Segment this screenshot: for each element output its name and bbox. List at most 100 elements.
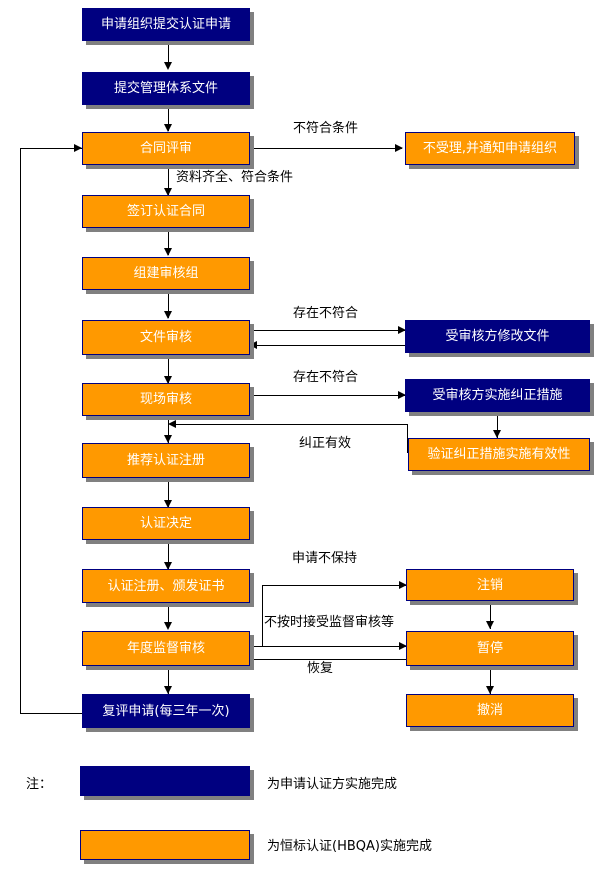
node-form-audit-team[interactable]: 组建审核组 xyxy=(82,257,250,290)
node-document-review[interactable]: 文件审核 xyxy=(82,320,250,355)
node-label: 组建审核组 xyxy=(133,266,199,281)
connector-docs-to-contract xyxy=(168,105,169,131)
connector-correction-effective xyxy=(170,424,408,425)
connector-docreview-to-revise xyxy=(250,330,405,331)
node-reject-and-notify[interactable]: 不受理,并通知申请组织 xyxy=(405,132,575,165)
arrowhead-down-recommend xyxy=(164,435,172,443)
node-label: 年度监督审核 xyxy=(126,641,205,656)
node-label: 不受理,并通知申请组织 xyxy=(422,141,558,156)
edge-label-not-maintain: 申请不保持 xyxy=(292,551,358,566)
arrowhead-down-decision xyxy=(164,500,172,508)
edge-label-not-meet-conditions: 不符合条件 xyxy=(293,121,359,136)
connector-refuse-surveillance xyxy=(250,646,406,647)
node-verify-corrective[interactable]: 验证纠正措施实施有效性 xyxy=(408,438,590,471)
connector-site-to-corrective xyxy=(250,395,405,396)
arrowhead-down-surveillance xyxy=(164,622,172,630)
arrowhead-down-contract xyxy=(164,124,172,132)
connector-recommend-to-decision xyxy=(168,478,169,508)
arrowhead-down-recert xyxy=(164,686,172,694)
node-label: 受审核方修改文件 xyxy=(445,329,550,344)
node-label: 文件审核 xyxy=(139,330,192,345)
connector-surveillance-to-recert xyxy=(168,666,169,694)
node-auditee-corrective[interactable]: 受审核方实施纠正措施 xyxy=(405,379,590,412)
node-label: 验证纠正措施实施有效性 xyxy=(427,447,571,462)
node-sign-contract[interactable]: 签订认证合同 xyxy=(82,195,250,228)
connector-recert-loop-left xyxy=(20,148,21,714)
connector-team-to-docreview xyxy=(168,290,169,318)
connector-register-to-surveillance xyxy=(168,603,169,628)
node-withdraw[interactable]: 撤消 xyxy=(406,694,574,727)
legend-text-applicant: 为申请认证方实施完成 xyxy=(267,777,398,792)
node-label: 受审核方实施纠正措施 xyxy=(432,388,563,403)
arrowhead-down-register xyxy=(164,562,172,570)
arrowhead-down-verify xyxy=(493,430,501,438)
arrowhead-right-corrective xyxy=(398,391,406,399)
edge-label-resume: 恢复 xyxy=(307,661,334,676)
connector-revise-to-docreview xyxy=(250,345,405,346)
node-on-site-audit[interactable]: 现场审核 xyxy=(82,383,250,416)
node-suspend[interactable]: 暂停 xyxy=(406,631,574,666)
connector-recert-loop-bottom xyxy=(20,713,82,714)
arrowhead-right-revise xyxy=(398,326,406,334)
arrowhead-right-contract-loop xyxy=(74,144,82,152)
arrowhead-right-cancel xyxy=(399,581,407,589)
node-label: 认证注册、颁发证书 xyxy=(107,578,225,594)
arrowhead-down-withdraw xyxy=(486,686,494,694)
connector-cancel-to-suspend xyxy=(490,601,491,629)
node-recert-application[interactable]: 复评申请(每三年一次) xyxy=(82,694,250,728)
arrowhead-left-main-correction xyxy=(168,420,176,428)
connector-resume xyxy=(170,659,408,660)
arrowhead-right-suspend xyxy=(399,642,407,650)
edge-label-refuse-surveillance: 不按时接受监督审核等 xyxy=(264,615,395,630)
node-label: 签订认证合同 xyxy=(126,204,205,219)
arrowhead-down-docs xyxy=(164,62,172,70)
arrowhead-left-docreview xyxy=(249,341,257,349)
node-label: 申请组织提交认证申请 xyxy=(100,17,231,32)
arrowhead-down-docreview xyxy=(164,311,172,319)
node-contract-review[interactable]: 合同评审 xyxy=(82,132,250,165)
node-label: 注销 xyxy=(476,577,503,593)
node-label: 认证决定 xyxy=(139,516,192,531)
legend-swatch-certifier xyxy=(80,830,250,860)
node-label: 提交管理体系文件 xyxy=(113,81,218,96)
connector-contract-to-reject xyxy=(250,148,402,149)
node-cancel[interactable]: 注销 xyxy=(406,569,574,601)
legend-swatch-applicant xyxy=(80,766,250,796)
connector-verify-riser xyxy=(407,424,408,453)
arrowhead-down-suspend xyxy=(486,621,494,629)
connector-submit-to-docs xyxy=(168,41,169,67)
node-label: 复评申请(每三年一次) xyxy=(102,703,230,719)
node-certification-decision[interactable]: 认证决定 xyxy=(82,507,250,540)
connector-suspend-to-withdraw xyxy=(490,666,491,694)
connector-decision-to-register xyxy=(168,540,169,570)
arrowhead-down-sign xyxy=(164,188,172,196)
edge-label-nonconformity-site: 存在不符合 xyxy=(293,370,359,385)
legend-text-certifier: 为恒标认证(HBQA)实施完成 xyxy=(267,839,432,854)
node-label: 推荐认证注册 xyxy=(126,453,205,468)
arrowhead-right-reject xyxy=(395,144,403,152)
connector-recert-loop-top xyxy=(20,148,82,149)
edge-label-nonconformity-doc: 存在不符合 xyxy=(293,306,359,321)
connector-contract-to-sign xyxy=(168,165,169,195)
edge-label-docs-complete: 资料齐全、符合条件 xyxy=(176,170,294,185)
node-label: 合同评审 xyxy=(139,141,192,156)
connector-docreview-to-site xyxy=(168,355,169,385)
node-label: 暂停 xyxy=(476,641,503,656)
connector-branch-riser xyxy=(262,585,263,647)
node-register-issue-cert[interactable]: 认证注册、颁发证书 xyxy=(82,569,250,603)
node-submit-application[interactable]: 申请组织提交认证申请 xyxy=(82,8,250,41)
node-label: 撤消 xyxy=(476,703,503,718)
edge-label-correction-effective: 纠正有效 xyxy=(299,436,352,451)
connector-site-to-recommend xyxy=(168,415,169,443)
legend-note-label: 注： xyxy=(26,777,53,792)
arrowhead-down-team xyxy=(164,248,172,256)
node-recommend-registration[interactable]: 推荐认证注册 xyxy=(82,443,250,478)
node-submit-system-docs[interactable]: 提交管理体系文件 xyxy=(82,72,250,105)
connector-corrective-to-verify xyxy=(497,412,498,438)
connector-sign-to-team xyxy=(168,225,169,255)
connector-not-maintain xyxy=(262,585,406,586)
arrowhead-down-site xyxy=(164,376,172,384)
node-auditee-revise-docs[interactable]: 受审核方修改文件 xyxy=(405,320,590,353)
node-annual-surveillance[interactable]: 年度监督审核 xyxy=(82,631,250,666)
